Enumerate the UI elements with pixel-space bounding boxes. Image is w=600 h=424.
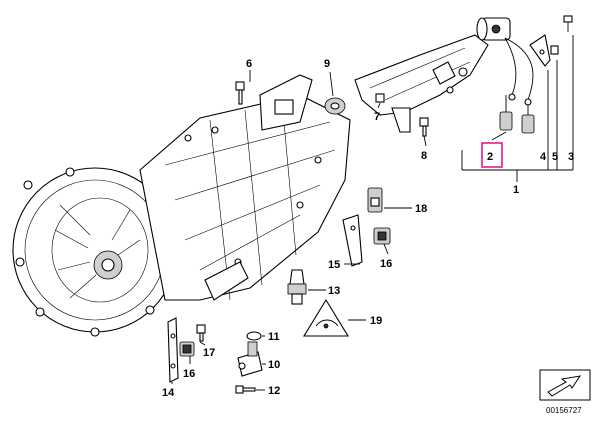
callout-3: 3 (568, 151, 574, 163)
nut-part-7 (375, 93, 385, 103)
document-id: 00156727 (546, 406, 582, 415)
callout-17: 17 (203, 347, 215, 359)
callout-7: 7 (374, 111, 380, 123)
bolt-part-12 (235, 385, 256, 394)
transmission-housing (12, 74, 351, 337)
bolt-part-8 (419, 117, 429, 137)
callout-labels: 1 2 3 4 5 6 7 8 9 10 11 12 13 14 15 16 1… (162, 58, 574, 399)
callout-5: 5 (552, 151, 558, 163)
bolt-part-17 (196, 324, 206, 342)
leader-lines (171, 35, 574, 391)
callout-15: 15 (328, 259, 340, 271)
clip-part-16-right (373, 227, 391, 245)
callout-10: 10 (268, 359, 280, 371)
callout-13: 13 (328, 285, 340, 297)
arrow-next-icon[interactable] (539, 369, 591, 401)
clip-part-5 (550, 45, 559, 55)
callout-11: 11 (268, 331, 280, 343)
rubber-mount-part-9 (324, 97, 346, 115)
sensor-part-13 (287, 269, 307, 305)
gear-shift-mechanism (354, 17, 535, 134)
o-ring-part-11 (246, 331, 262, 341)
switch-part-18 (367, 187, 383, 213)
callout-2[interactable]: 2 (487, 151, 493, 163)
callout-16-right: 16 (380, 258, 392, 270)
warning-triangle-icon (303, 298, 349, 337)
bracket-part-14 (167, 317, 179, 383)
callout-18: 18 (415, 203, 427, 215)
highlight-box (481, 142, 503, 168)
screw-part-3 (563, 15, 573, 32)
callout-12: 12 (268, 385, 280, 397)
callout-4: 4 (540, 151, 547, 163)
bracket-part-4 (529, 34, 551, 67)
callout-19: 19 (370, 315, 382, 327)
callout-14: 14 (162, 387, 175, 399)
callout-8: 8 (421, 150, 427, 162)
callout-16-left: 16 (183, 368, 195, 380)
callout-1: 1 (513, 184, 519, 196)
clip-part-16-left (179, 341, 195, 357)
speed-sensor-part-10 (237, 341, 263, 377)
bracket-part-15 (342, 214, 363, 267)
callout-9: 9 (324, 58, 330, 70)
callout-6: 6 (246, 58, 252, 70)
bolt-part-6 (235, 81, 245, 105)
